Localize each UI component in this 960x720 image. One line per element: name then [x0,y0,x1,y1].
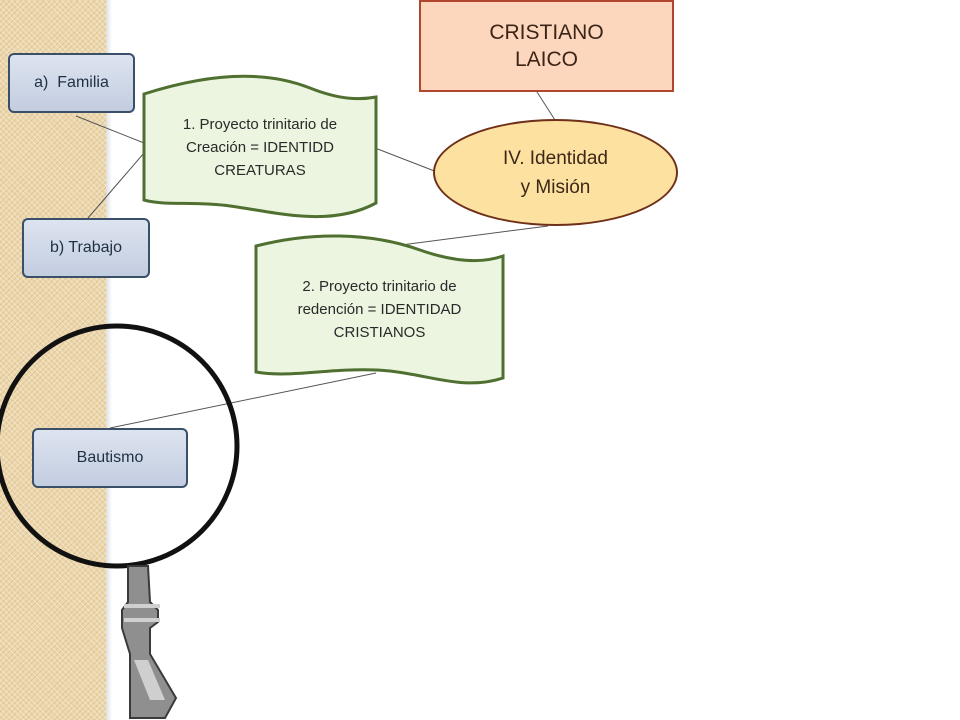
paper-texture-strip [0,0,106,720]
node-proyecto-creacion-label: 1. Proyecto trinitario de Creación = IDE… [182,116,338,179]
node-proyecto-redencion: 2. Proyecto trinitario de redención = ID… [256,275,503,344]
connector-laico-identidad [536,91,556,121]
node-cristiano-laico: CRISTIANO LAICO [419,0,674,92]
node-familia-label: a) Familia [34,74,109,91]
connector-familia-creacion [75,115,145,144]
node-trabajo: b) Trabajo [22,218,150,278]
connector-identidad-creacion [374,147,438,173]
magnifying-glass-icon [0,323,240,719]
connector-bautismo-redencion [109,372,377,429]
node-trabajo-label: b) Trabajo [49,239,123,256]
wave-shape-creacion [142,74,378,219]
node-cristiano-laico-label: CRISTIANO LAICO [489,21,604,71]
paper-edge-shadow [106,0,112,720]
node-proyecto-creacion: 1. Proyecto trinitario de Creación = IDE… [144,113,376,182]
connector-trabajo-creacion [87,152,145,219]
node-identidad-mision: IV. Identidad y Misión [433,119,678,226]
node-bautismo-label: Bautismo [76,449,144,466]
node-familia: a) Familia [8,53,135,113]
node-identidad-mision-label: IV. Identidad y Misión [503,147,608,198]
wave-shape-redencion [254,234,505,385]
node-proyecto-redencion-label: 2. Proyecto trinitario de redención = ID… [297,278,462,341]
node-bautismo: Bautismo [32,428,188,488]
